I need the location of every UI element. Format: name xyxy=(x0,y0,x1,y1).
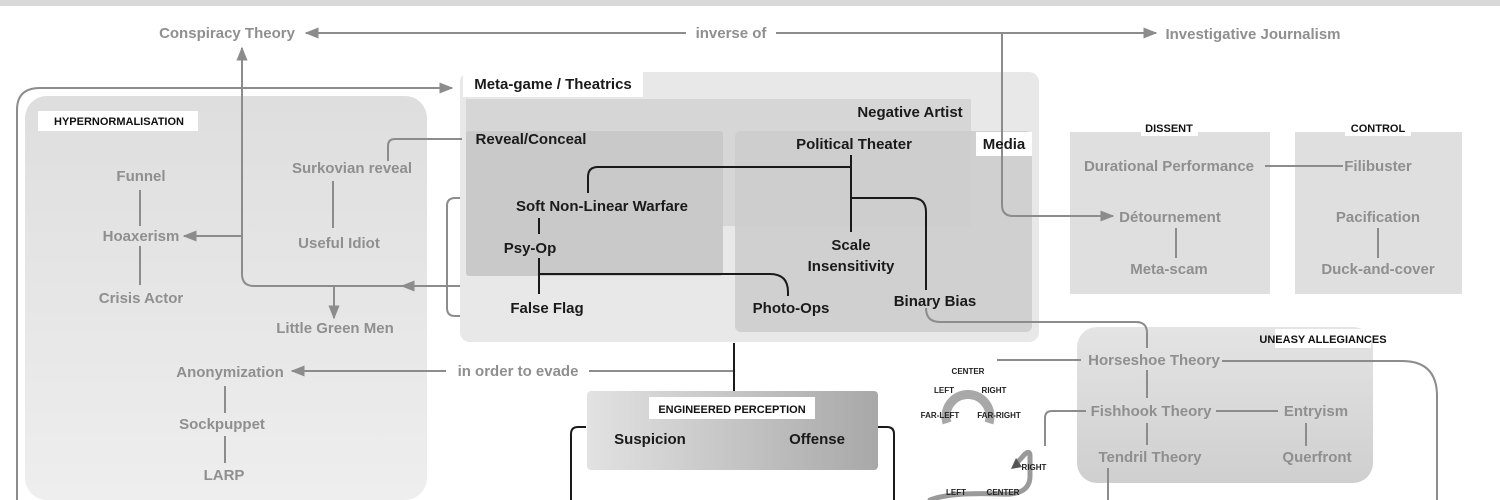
filibuster-node: Filibuster xyxy=(1344,158,1412,175)
in-order-to-evade-label: in order to evade xyxy=(458,363,579,380)
binary-bias-node: Binary Bias xyxy=(894,293,977,310)
insensitivity-node: Insensitivity xyxy=(808,258,895,275)
horseshoe-far-right-label: FAR-RIGHT xyxy=(977,411,1021,420)
suspicion-node: Suspicion xyxy=(614,431,686,448)
surkovian-reveal-node: Surkovian reveal xyxy=(292,160,412,177)
ep-title-bg xyxy=(649,397,815,419)
dissent-title-bg xyxy=(1141,119,1198,136)
uneasy-allegiances-box xyxy=(1077,327,1373,483)
ua-title-bg xyxy=(1275,329,1371,348)
horseshoe-far-left-label: FAR-LEFT xyxy=(921,411,960,420)
control-box xyxy=(1295,132,1462,294)
horseshoe-left-label: LEFT xyxy=(934,386,954,395)
hyp-title-bg xyxy=(38,111,198,131)
meta-game-title: Meta-game / Theatrics xyxy=(474,76,632,93)
larp-node: LARP xyxy=(204,467,245,484)
conspiracy-theory-label: Conspiracy Theory xyxy=(159,25,296,42)
meta-game-title-bg xyxy=(463,72,643,97)
tendril-theory-node: Tendril Theory xyxy=(1098,449,1202,466)
fishhook-left-label: LEFT xyxy=(946,488,966,497)
hoaxerism-node: Hoaxerism xyxy=(103,228,180,245)
anonymization-node: Anonymization xyxy=(176,364,284,381)
detournement-node: Détournement xyxy=(1119,209,1221,226)
dark-connectors xyxy=(538,155,927,500)
psy-op-node: Psy-Op xyxy=(504,240,557,257)
entryism-node: Entryism xyxy=(1284,403,1348,420)
querfront-node: Querfront xyxy=(1282,449,1351,466)
duck-and-cover-node: Duck-and-cover xyxy=(1321,261,1435,278)
fishhook-icon: RIGHT LEFT CENTER xyxy=(927,449,1047,500)
scale-node: Scale xyxy=(831,237,870,254)
political-theater-box xyxy=(735,131,1032,332)
media-bg xyxy=(976,132,1032,156)
pacification-node: Pacification xyxy=(1336,209,1420,226)
control-title-bg xyxy=(1345,119,1411,136)
light-connectors xyxy=(16,27,1438,500)
offense-node: Offense xyxy=(789,431,845,448)
engineered-perception-title: ENGINEERED PERCEPTION xyxy=(658,404,805,416)
inverse-of-label: inverse of xyxy=(696,25,768,42)
little-green-men-node: Little Green Men xyxy=(276,320,394,337)
horseshoe-icon: CENTER LEFT RIGHT FAR-LEFT FAR-RIGHT xyxy=(921,367,1021,425)
horseshoe-theory-node: Horseshoe Theory xyxy=(1088,352,1220,369)
horseshoe-right-label: RIGHT xyxy=(982,386,1007,395)
sockpuppet-node: Sockpuppet xyxy=(179,416,265,433)
fishhook-right-label: RIGHT xyxy=(1022,463,1047,472)
top-strip xyxy=(0,0,1500,6)
hypernormalisation-title: HYPERNORMALISATION xyxy=(54,116,184,128)
negative-artist-label: Negative Artist xyxy=(857,104,962,121)
uneasy-allegiances-title: UNEASY ALLEGIANCES xyxy=(1259,334,1386,346)
control-title: CONTROL xyxy=(1351,123,1406,135)
dissent-title: DISSENT xyxy=(1145,123,1193,135)
meta-scam-node: Meta-scam xyxy=(1130,261,1208,278)
durational-performance-node: Durational Performance xyxy=(1084,158,1254,175)
investigative-journalism-label: Investigative Journalism xyxy=(1165,26,1340,43)
political-theater-node: Political Theater xyxy=(796,136,912,153)
crisis-actor-node: Crisis Actor xyxy=(99,290,184,307)
photo-ops-node: Photo-Ops xyxy=(753,300,830,317)
soft-nonlinear-warfare-node: Soft Non-Linear Warfare xyxy=(516,198,688,215)
fishhook-center-label: CENTER xyxy=(987,488,1020,497)
hypernormalisation-box xyxy=(25,96,427,500)
useful-idiot-node: Useful Idiot xyxy=(298,235,380,252)
reveal-conceal-label: Reveal/Conceal xyxy=(476,131,587,148)
false-flag-node: False Flag xyxy=(510,300,583,317)
media-node: Media xyxy=(983,136,1026,153)
horseshoe-center-label: CENTER xyxy=(952,367,985,376)
fishhook-theory-node: Fishhook Theory xyxy=(1091,403,1213,420)
funnel-node: Funnel xyxy=(116,168,165,185)
